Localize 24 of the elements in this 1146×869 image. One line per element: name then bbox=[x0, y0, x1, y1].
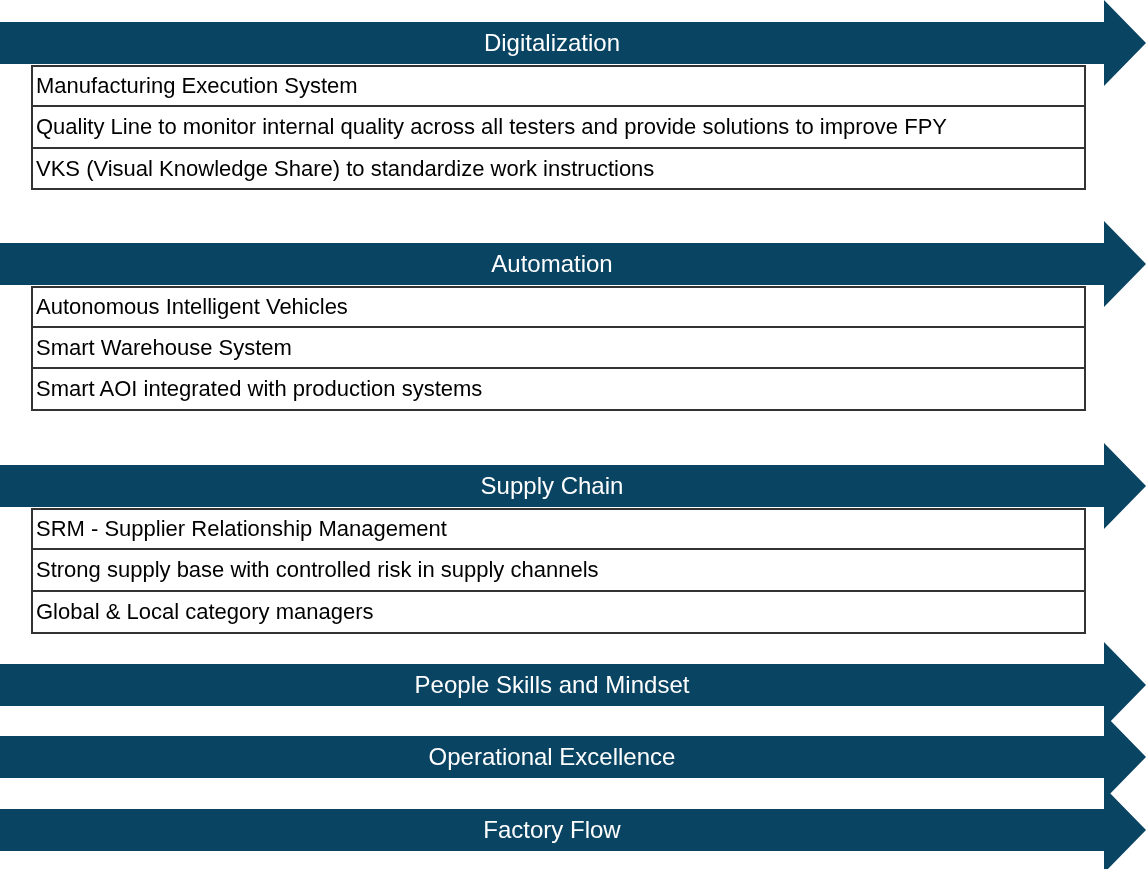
item-text: Manufacturing Execution System bbox=[36, 73, 358, 99]
item-text: VKS (Visual Knowledge Share) to standardize work instructions bbox=[36, 155, 655, 182]
category-heading: Digitalization bbox=[483, 29, 621, 57]
category-heading: Factory Flow bbox=[483, 816, 621, 844]
category-heading: Automation bbox=[491, 250, 613, 278]
list-row bbox=[31, 369, 1086, 411]
item-text: Strong supply base with controlled risk in supply channels bbox=[36, 557, 599, 583]
category-heading: Operational Excellence bbox=[428, 743, 676, 771]
item-text: Smart Warehouse System bbox=[36, 334, 292, 361]
list-row bbox=[31, 550, 1086, 592]
item-text: Autonomous Intelligent Vehicles bbox=[36, 294, 348, 320]
item-text: SRM - Supplier Relationship Management bbox=[36, 516, 447, 542]
list-row bbox=[31, 286, 1086, 328]
list-row bbox=[31, 328, 1086, 369]
list-row bbox=[31, 508, 1086, 550]
category-heading: People Skills and Mindset bbox=[414, 671, 690, 699]
list-row bbox=[31, 149, 1086, 190]
list-row bbox=[31, 592, 1086, 634]
item-text: Smart AOI integrated with production systems bbox=[36, 376, 483, 402]
category-heading: Supply Chain bbox=[480, 472, 624, 500]
list-row bbox=[31, 107, 1086, 149]
item-text: Quality Line to monitor internal quality across all testers and provide solutions to improve FPY bbox=[36, 114, 947, 140]
list-row bbox=[31, 65, 1086, 107]
item-text: Global & Local category managers bbox=[36, 599, 374, 625]
